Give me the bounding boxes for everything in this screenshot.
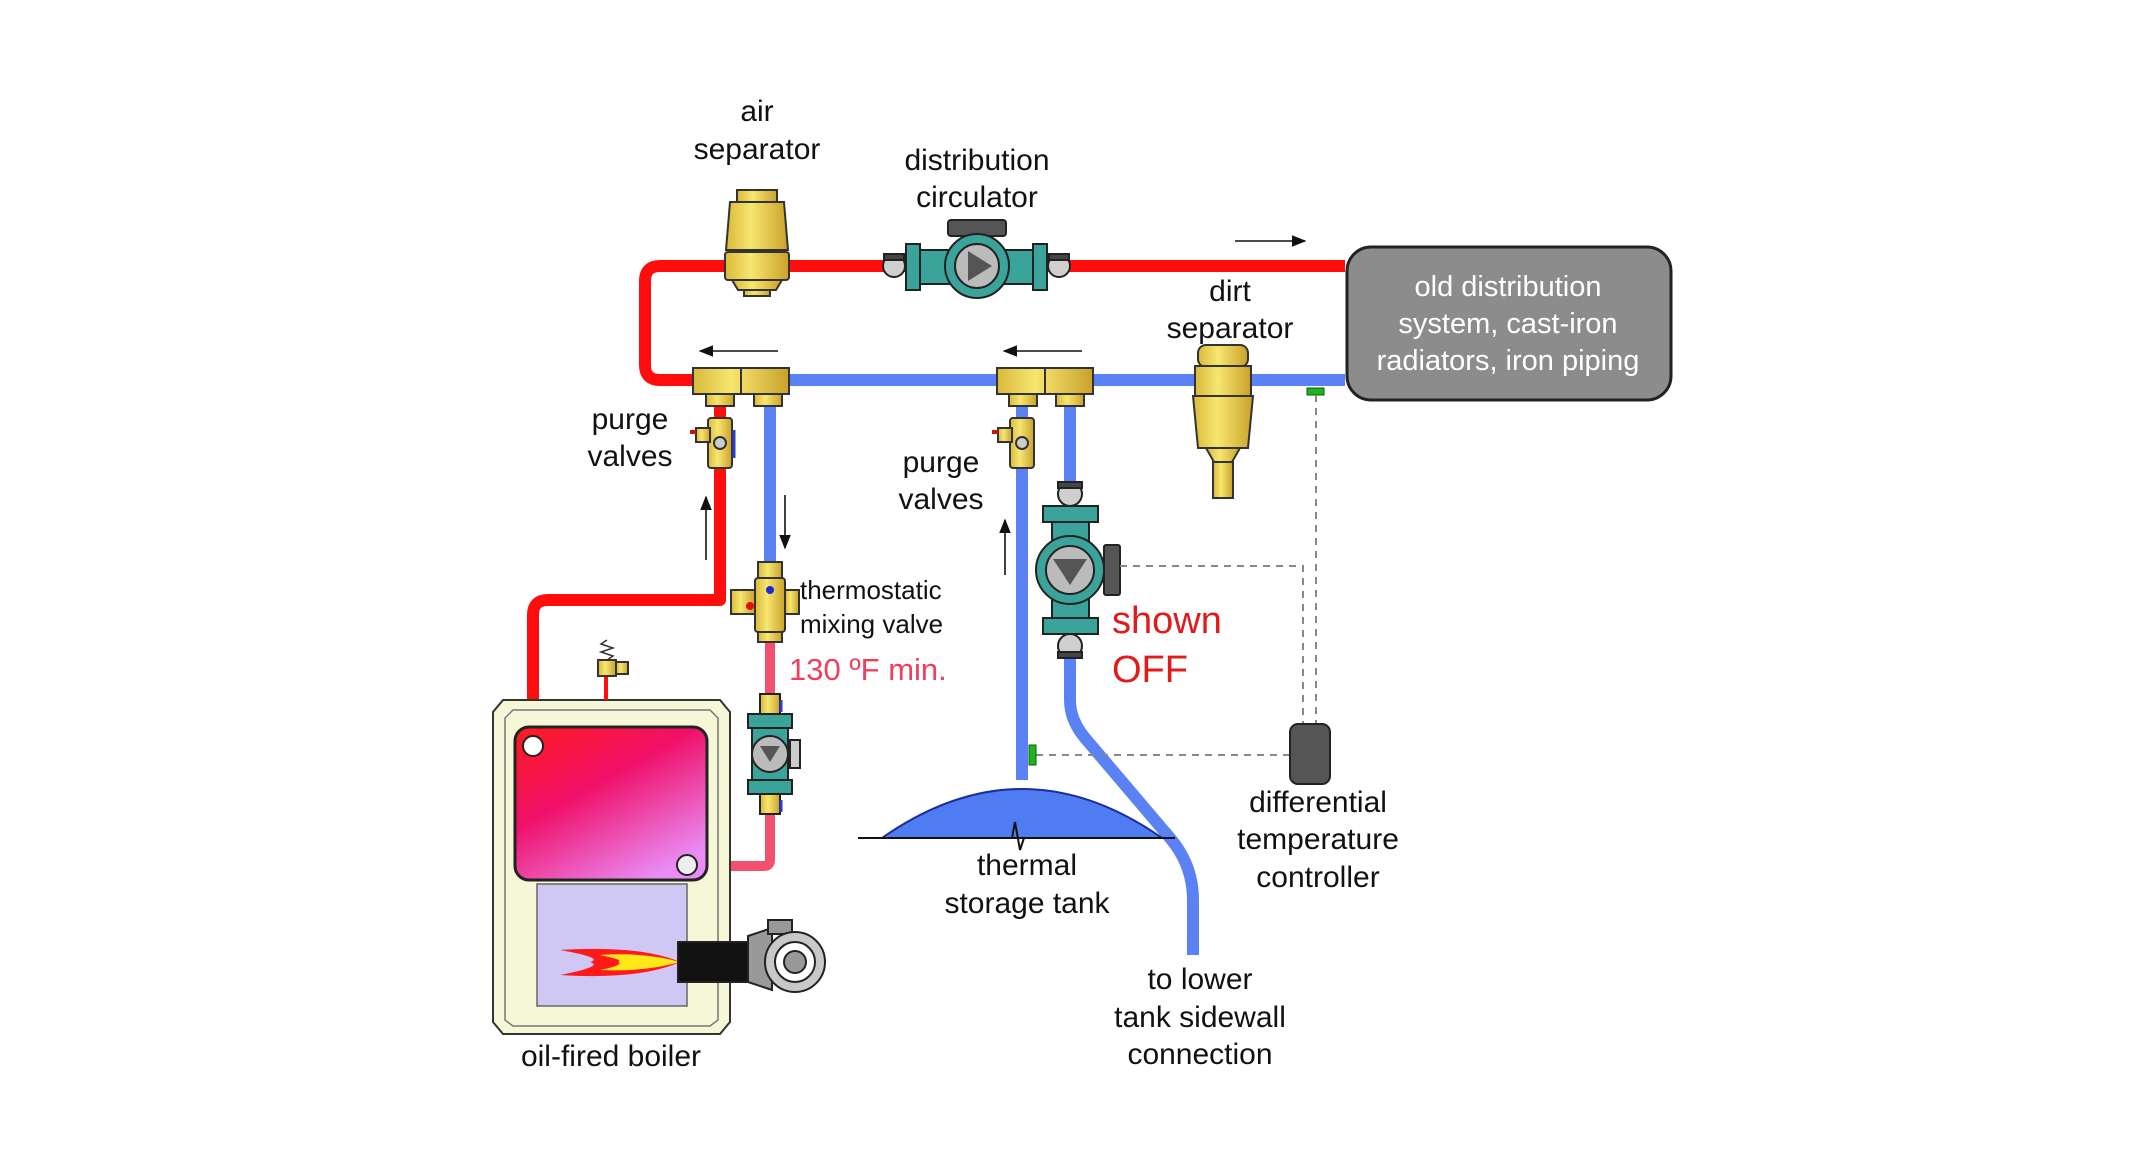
purge-valves-right-label: purge valves xyxy=(898,446,983,516)
purge-valves-right-line-2: valves xyxy=(898,483,983,516)
distribution-circulator-label: distribution circulator xyxy=(904,144,1049,214)
thermostatic-mixing-valve-label: thermostatic mixing valve xyxy=(800,575,943,639)
differential-controller-line-1: differential xyxy=(1249,786,1387,819)
dirt-separator-label-line-1: dirt xyxy=(1209,275,1251,308)
old-distribution-line-1: old distribution xyxy=(1415,271,1602,303)
purge-valves-left-label: purge valves xyxy=(587,403,672,473)
air-separator-label-line-2: separator xyxy=(694,133,821,166)
storage-circulator xyxy=(1035,481,1121,659)
thermostatic-mixing-valve xyxy=(730,561,800,643)
boiler-return-pipe-pink xyxy=(690,640,775,871)
oil-fired-boiler-label: oil-fired boiler xyxy=(521,1040,701,1073)
thermal-storage-tank-label: thermal storage tank xyxy=(944,849,1110,920)
distribution-circulator xyxy=(882,219,1071,299)
thermal-storage-tank-line-2: storage tank xyxy=(944,887,1110,920)
air-separator xyxy=(724,189,790,297)
control-wiring xyxy=(1036,395,1317,756)
supply-temp-sensor xyxy=(1306,387,1325,396)
old-distribution-line-2: system, cast-iron xyxy=(1398,308,1617,340)
differential-controller-line-3: controller xyxy=(1256,861,1379,894)
to-lower-tank-label: to lower tank sidewall connection xyxy=(1114,963,1286,1071)
differential-controller-label: differential temperature controller xyxy=(1237,786,1399,894)
old-distribution-system: old distribution system, cast-iron radia… xyxy=(1345,245,1673,402)
mixing-valve-label-line-1: thermostatic xyxy=(800,575,942,605)
min-temp-label: 130 ºF min. xyxy=(789,652,947,687)
relief-valve xyxy=(597,639,629,700)
purge-valves-left-line-2: valves xyxy=(587,440,672,473)
old-distribution-line-3: radiators, iron piping xyxy=(1377,345,1640,377)
shown-off-label: shown OFF xyxy=(1112,600,1222,691)
to-lower-tank-line-3: connection xyxy=(1127,1038,1272,1071)
purge-valve-left xyxy=(690,417,736,469)
boiler-return-port xyxy=(676,854,698,876)
boiler-supply-port xyxy=(522,735,544,757)
mixing-valve-label-line-2: mixing valve xyxy=(800,609,943,639)
distribution-circulator-label-line-1: distribution xyxy=(904,144,1049,177)
purge-valves-left-line-1: purge xyxy=(592,403,669,436)
left-tees xyxy=(692,367,790,407)
thermal-storage-tank-line-1: thermal xyxy=(977,849,1077,882)
differential-controller-line-2: temperature xyxy=(1237,823,1399,856)
shown-off-line-1: shown xyxy=(1112,600,1222,642)
distribution-circulator-label-line-2: circulator xyxy=(916,181,1038,214)
purge-valves-right-line-1: purge xyxy=(903,446,980,479)
to-lower-tank-line-2: tank sidewall xyxy=(1114,1001,1286,1034)
to-lower-tank-line-1: to lower xyxy=(1147,963,1252,996)
purge-valve-right xyxy=(992,417,1035,469)
right-tees xyxy=(996,367,1094,407)
oil-burner xyxy=(677,919,826,993)
shown-off-line-2: OFF xyxy=(1112,649,1188,691)
dirt-separator xyxy=(1191,344,1255,499)
tank-temp-sensor xyxy=(1028,744,1037,766)
flow-arrows xyxy=(698,235,1307,575)
boiler-circulator xyxy=(747,693,801,815)
dirt-separator-label-line-2: separator xyxy=(1167,312,1294,345)
oil-fired-boiler xyxy=(492,699,731,1035)
dirt-separator-label: dirt separator xyxy=(1167,275,1294,345)
burner-flame xyxy=(560,948,680,977)
differential-controller-box xyxy=(1289,723,1331,785)
air-separator-label-line-1: air xyxy=(740,95,773,128)
thermal-storage-tank xyxy=(858,788,1175,851)
air-separator-label: air separator xyxy=(694,95,821,166)
